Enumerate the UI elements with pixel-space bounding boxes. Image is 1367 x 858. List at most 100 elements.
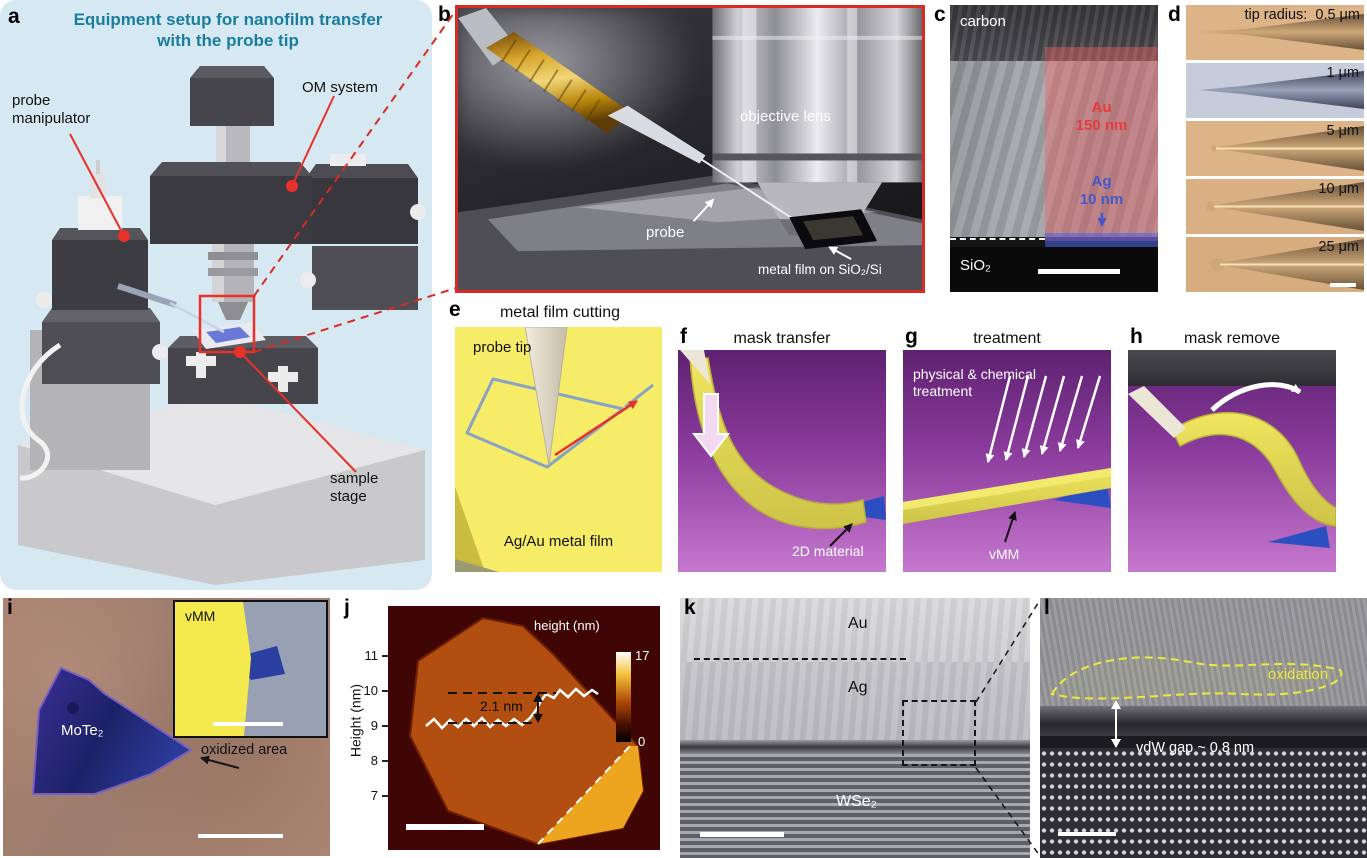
2d-material-flake [1268, 526, 1330, 548]
scale-bar [1038, 269, 1120, 274]
tip-radius-value: 0.5 μm [1315, 7, 1360, 23]
probe-tip-shape [524, 327, 568, 466]
panel-e-letter: e [449, 298, 461, 321]
mask-remove-illustration [1128, 382, 1336, 548]
au-label: Au [848, 615, 868, 632]
probe-manipulator-label: probe manipulator [12, 92, 91, 128]
wse2-lattice [680, 754, 1030, 858]
annotation-dot-om [286, 180, 298, 192]
afm-image: height (nm) 17 0 2.1 nm [388, 606, 660, 850]
oxidized-area-label: oxidized area [201, 742, 288, 758]
wse2-label: WSe₂ [836, 793, 877, 810]
peel-arrow [1210, 382, 1302, 412]
panel-j: Height (nm) 11 10 9 8 7 height (nm) [340, 598, 665, 858]
interface-dashed-line [950, 238, 1045, 240]
scale-bar [700, 832, 784, 837]
2d-material-label: 2D material [792, 543, 864, 559]
panel-f-title: mask transfer [733, 330, 831, 347]
gold-probe-holder [485, 31, 630, 134]
colorbar-min: 0 [638, 734, 646, 749]
probe-tip-label: probe tip [473, 339, 532, 356]
mask-film [1171, 411, 1336, 527]
treatment-illustration [903, 375, 1111, 543]
metal-film-label: metal film on SiO₂/Si [758, 262, 882, 277]
tip-image [1199, 71, 1364, 109]
panel-f-letter: f [680, 325, 687, 348]
film-fold [455, 487, 485, 572]
au-overlay [1045, 47, 1158, 241]
panel-a-title: Equipment setup for nanofilm transfer wi… [73, 10, 383, 50]
au-layer [950, 61, 1158, 237]
objective-tip [218, 302, 248, 320]
metal-film-arrow [828, 246, 852, 260]
afm-illustration [408, 616, 645, 846]
panel-e-title: metal film cutting [499, 304, 621, 321]
top-plate [1128, 350, 1336, 386]
panel-l: oxidation vdW gap ~ 0.8 nm [1040, 598, 1367, 858]
ag-thickness-label: 10 nm [1079, 191, 1124, 209]
ag-label: Ag [1091, 173, 1112, 190]
panel-d-letter: d [1168, 3, 1181, 26]
amorphous-region [1040, 598, 1367, 706]
down-arrow [691, 393, 731, 458]
probe-tip-shape [1128, 386, 1186, 438]
treatment-arrow [985, 375, 1012, 463]
inset-image [175, 602, 285, 736]
probe-arrow [692, 198, 715, 222]
manipulator-knob [36, 292, 52, 308]
y-tick-label: 7 [370, 788, 378, 803]
vdw-gap-band [1040, 736, 1367, 748]
vmm-film [175, 602, 251, 736]
material-arrow [829, 523, 853, 547]
tip-radius-value: 1 μm [1326, 65, 1359, 81]
annotations [1050, 656, 1343, 748]
oxidized-area-arrow [200, 755, 240, 769]
sample-film [206, 327, 250, 343]
panel-h [1128, 350, 1336, 572]
vmm-inset: vMM [173, 600, 328, 738]
tip-image [1211, 239, 1364, 290]
au-region [680, 598, 1030, 662]
panel-d: tip radius: 0.5 μm 1 μm 5 μm 10 [1186, 5, 1364, 292]
scale-bar [198, 834, 283, 838]
vmm-arrow [1004, 511, 1017, 543]
height-profile-trace [425, 687, 599, 730]
treatment-arrow [1039, 375, 1066, 455]
tip-radius-value: 5 μm [1326, 123, 1359, 139]
scale-bar [406, 824, 484, 830]
panel-c: carbon Au 150 nm Ag 10 nm SiO₂ [950, 5, 1158, 292]
cable [19, 342, 62, 481]
annotation-dot-manipulator [118, 230, 130, 242]
y-tick-label: 11 [364, 648, 379, 663]
probe-label: probe [646, 224, 685, 241]
lattice-region [1040, 748, 1367, 858]
objective-lens-label: objective lens [740, 108, 831, 125]
zoom-region-box [902, 700, 976, 766]
mask-transfer-illustration [680, 350, 886, 547]
panel-j-letter: j [344, 596, 350, 619]
tip-radius-value: 25 μm [1318, 239, 1359, 255]
vdw-gap-label: vdW gap ~ 0.8 nm [1136, 740, 1255, 756]
region-divider-dashed [537, 745, 631, 845]
tip-row-4: 10 μm [1186, 179, 1364, 234]
film-bottom-band [1040, 706, 1367, 736]
panel-b: objective lens probe metal film on SiO₂/… [455, 5, 925, 293]
panel-k-letter: k [684, 596, 696, 619]
probe-needle [169, 301, 225, 334]
tip-image [1198, 14, 1364, 50]
carbon-layer [950, 5, 1158, 61]
sio2-label: SiO₂ [960, 257, 991, 274]
tip-image [1211, 126, 1364, 171]
ag-overlay [1045, 233, 1158, 247]
panel-a: Equipment setup for nanofilm transfer wi… [0, 0, 432, 590]
panel-g-letter: g [905, 325, 918, 348]
panel-i: vMM MoTe₂ oxidized area [3, 598, 330, 856]
mask-film [689, 357, 867, 530]
treatment-arrow [1057, 375, 1084, 452]
panel-k: Au Ag WSe₂ [680, 598, 1030, 858]
tip-radius-prefix: tip radius: [1244, 7, 1308, 23]
y-tick [382, 795, 388, 797]
om-head [190, 78, 274, 126]
scale-bar [1058, 832, 1116, 836]
